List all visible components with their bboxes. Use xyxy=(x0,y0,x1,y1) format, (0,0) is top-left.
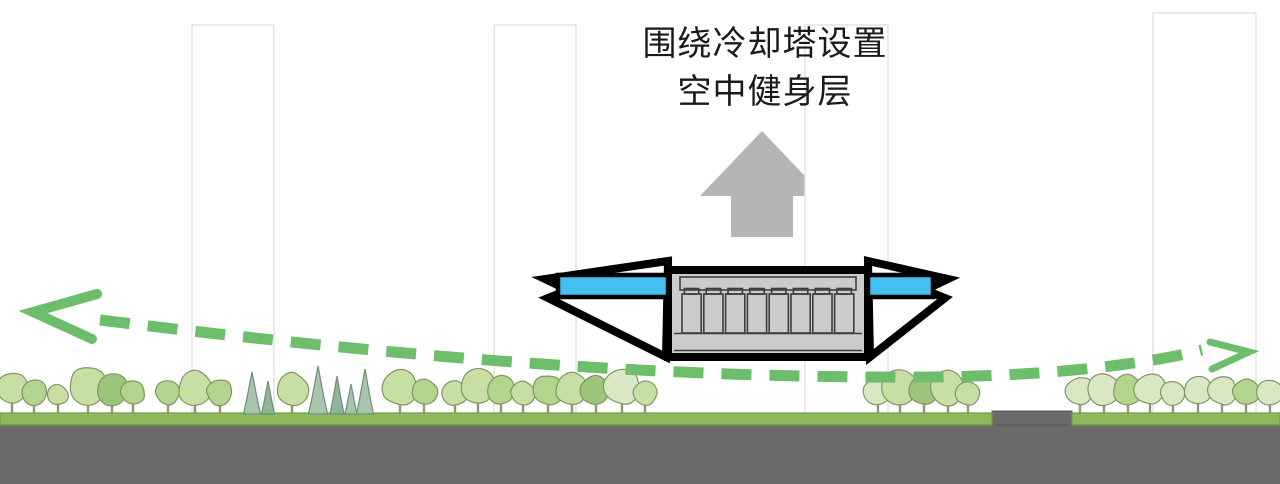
tree-cone xyxy=(242,371,262,415)
cooling-cell xyxy=(681,293,703,334)
tree-round xyxy=(632,380,658,406)
tree-round xyxy=(411,378,439,405)
ground xyxy=(0,425,1280,484)
ground-gap-block xyxy=(991,410,1073,426)
cooling-cell xyxy=(702,293,724,334)
tree-round xyxy=(954,381,981,406)
cooling-cell xyxy=(724,293,746,334)
tree-round xyxy=(532,375,565,406)
grass-strip xyxy=(1071,412,1280,426)
tree-cone xyxy=(355,368,375,415)
tree-round xyxy=(510,380,536,406)
tree-row xyxy=(0,365,1280,415)
tree-round xyxy=(21,379,48,407)
cooling-cell xyxy=(746,293,768,334)
tree-round xyxy=(1133,373,1167,405)
background-tower xyxy=(191,24,275,415)
cooling-tower-box xyxy=(664,266,872,361)
glass-deck-right xyxy=(865,272,936,300)
tree-round xyxy=(555,371,589,406)
cooling-cells xyxy=(681,287,855,334)
wind-arrowhead-left xyxy=(18,289,102,344)
annotation: 围绕冷却塔设置 空中健身层 xyxy=(643,20,888,116)
annotation-line-1: 围绕冷却塔设置 xyxy=(642,25,888,63)
cooling-tower-details xyxy=(674,276,862,352)
tree-round xyxy=(69,367,108,406)
ground-and-grass xyxy=(0,410,1280,484)
tree-round xyxy=(276,371,310,407)
tree-round xyxy=(119,380,146,405)
up-arrow xyxy=(700,131,824,237)
tree-round xyxy=(205,379,233,407)
wind-flow-arrow xyxy=(18,289,1260,383)
tree-round xyxy=(381,368,418,406)
tree-cone xyxy=(329,375,345,415)
tree-round xyxy=(1231,378,1260,405)
box-top-strip xyxy=(679,276,857,291)
wind-arrowhead-right xyxy=(1206,338,1260,373)
tree-round xyxy=(1256,379,1280,406)
background-tower xyxy=(493,24,577,415)
cooling-cell xyxy=(790,293,812,334)
tree-cone xyxy=(344,383,358,415)
tree-round xyxy=(0,372,28,404)
tree-cone xyxy=(307,365,329,415)
cooling-cell xyxy=(768,293,790,334)
tree-round xyxy=(1206,376,1237,406)
building xyxy=(531,255,961,366)
tree-round xyxy=(1087,373,1121,407)
tree-round xyxy=(1183,375,1212,405)
tree-round xyxy=(154,380,181,406)
tree-round xyxy=(1159,380,1186,407)
tree-round xyxy=(1064,377,1094,406)
grass-strip xyxy=(0,412,993,426)
tree-round xyxy=(487,374,516,405)
wind-flow-path xyxy=(99,314,1204,383)
tree-cone xyxy=(260,380,276,415)
tree-round xyxy=(97,373,129,407)
cooling-cell xyxy=(811,293,833,334)
glass-deck-left xyxy=(555,272,671,300)
tree-round xyxy=(46,383,69,406)
tree-round xyxy=(460,367,496,404)
cooling-cell xyxy=(833,293,855,334)
tree-round xyxy=(178,369,213,407)
annotation-line-2: 空中健身层 xyxy=(677,73,853,111)
